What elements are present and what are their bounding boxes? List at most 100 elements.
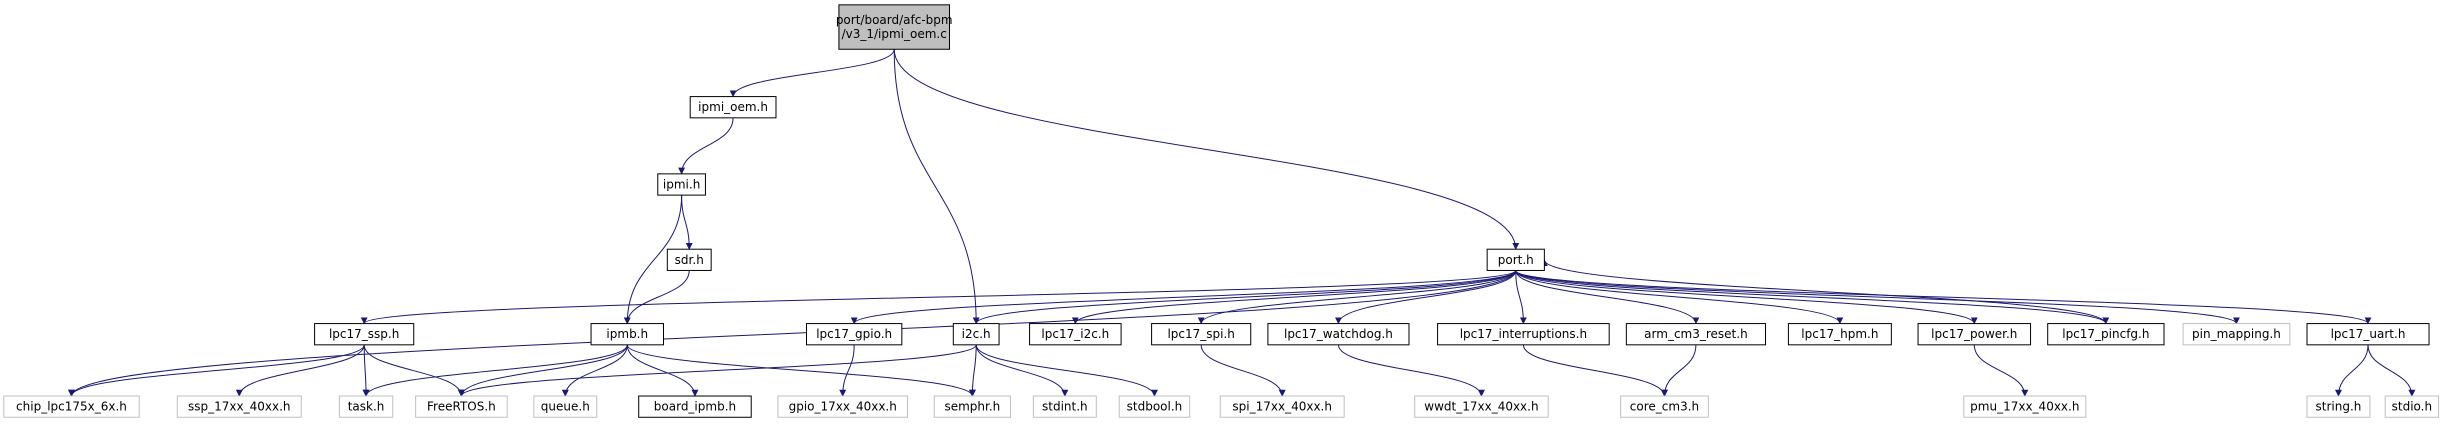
node-ipmi_oem[interactable]: ipmi_oem.h bbox=[689, 96, 777, 119]
edge-root-to-port bbox=[893, 49, 1520, 250]
node-box bbox=[1267, 323, 1410, 346]
node-box bbox=[314, 323, 415, 346]
node-string: string.h bbox=[2306, 395, 2371, 418]
node-pmu_17xx: pmu_17xx_40xx.h bbox=[1963, 395, 2087, 418]
node-stdint: stdint.h bbox=[1032, 395, 1097, 418]
edge-lpc17_pincfg-to-port bbox=[1540, 259, 2107, 324]
node-box bbox=[1625, 323, 1767, 346]
node-stdio: stdio.h bbox=[2384, 395, 2440, 418]
edge-port-to-lpc17_hpm bbox=[1515, 270, 1844, 325]
node-box bbox=[952, 323, 1000, 346]
node-box bbox=[176, 395, 302, 418]
node-label: stdint.h bbox=[1042, 400, 1088, 414]
node-box bbox=[1118, 395, 1191, 418]
node-label: lpc17_gpio.h bbox=[816, 327, 892, 341]
node-box bbox=[1029, 323, 1122, 346]
node-box bbox=[2306, 323, 2430, 346]
node-lpc17_spi[interactable]: lpc17_spi.h bbox=[1151, 323, 1252, 346]
edge-i2c-to-stdbool bbox=[975, 344, 1158, 397]
node-root[interactable]: port/board/afc-bpm/v3_1/ipmi_oem.c bbox=[836, 4, 953, 50]
node-label: lpc17_spi.h bbox=[1167, 327, 1234, 341]
node-semphr: semphr.h bbox=[933, 395, 1012, 418]
edge-ipmi-to-ipmb bbox=[623, 195, 683, 325]
node-box bbox=[689, 96, 777, 119]
node-board_ipmb[interactable]: board_ipmb.h bbox=[638, 395, 752, 418]
node-label: /v3_1/ipmi_oem.c bbox=[842, 27, 947, 41]
node-box bbox=[338, 395, 394, 418]
node-box bbox=[1219, 395, 1345, 418]
node-label: lpc17_pincfg.h bbox=[2062, 327, 2149, 341]
edge-lpc17_ssp-to-freertos bbox=[363, 344, 465, 397]
node-lpc17_gpio[interactable]: lpc17_gpio.h bbox=[805, 323, 903, 346]
node-box bbox=[933, 395, 1012, 418]
edge-lpc17_ssp-to-chip_lpc175x bbox=[68, 344, 365, 397]
edge-ipmi-to-sdr bbox=[681, 195, 693, 250]
node-label: ipmi_oem.h bbox=[698, 100, 768, 114]
node-queue: queue.h bbox=[533, 395, 598, 418]
node-box bbox=[1620, 395, 1709, 418]
edge-i2c-to-stdint bbox=[975, 344, 1069, 397]
node-box bbox=[1414, 395, 1549, 418]
edge-port-to-lpc17_pincfg bbox=[1515, 270, 2110, 325]
node-stdbool: stdbool.h bbox=[1118, 395, 1191, 418]
edge-lpc17_ssp-to-ssp_17xx bbox=[235, 344, 365, 397]
node-core_cm3: core_cm3.h bbox=[1620, 395, 1709, 418]
edge-ipmb-to-task bbox=[362, 344, 628, 397]
node-box bbox=[1787, 323, 1892, 346]
node-sdr[interactable]: sdr.h bbox=[666, 248, 712, 271]
node-chip_lpc175x: chip_lpc175x_6x.h bbox=[3, 395, 140, 418]
node-gpio_17xx: gpio_17xx_40xx.h bbox=[777, 395, 909, 418]
edge-i2c-to-semphr bbox=[968, 344, 977, 397]
node-port[interactable]: port.h bbox=[1486, 248, 1545, 271]
node-ipmb[interactable]: ipmb.h bbox=[590, 323, 665, 346]
edge-lpc17_ssp-to-task bbox=[362, 344, 370, 397]
node-label: ipmi.h bbox=[663, 177, 700, 191]
node-box bbox=[3, 395, 140, 418]
node-label: i2c.h bbox=[962, 327, 991, 341]
edge-lpc17_interruptions-to-core_cm3 bbox=[1522, 344, 1668, 397]
node-lpc17_i2c[interactable]: lpc17_i2c.h bbox=[1029, 323, 1122, 346]
edge-lpc17_watchdog-to-wwdt_17xx bbox=[1337, 344, 1485, 397]
node-label: gpio_17xx_40xx.h bbox=[789, 400, 897, 414]
edge-port-to-lpc17_i2c bbox=[1071, 270, 1517, 325]
edge-port-to-lpc17_watchdog bbox=[1334, 270, 1517, 325]
node-label: pmu_17xx_40xx.h bbox=[1970, 400, 2079, 414]
node-label: queue.h bbox=[541, 400, 590, 414]
node-lpc17_ssp[interactable]: lpc17_ssp.h bbox=[314, 323, 415, 346]
node-box bbox=[1963, 395, 2087, 418]
node-box bbox=[666, 248, 712, 271]
node-ipmi[interactable]: ipmi.h bbox=[657, 173, 706, 196]
node-lpc17_watchdog[interactable]: lpc17_watchdog.h bbox=[1267, 323, 1410, 346]
node-box bbox=[2182, 323, 2291, 346]
edge-ipmi_oem-to-ipmi bbox=[678, 117, 734, 175]
node-lpc17_power[interactable]: lpc17_power.h bbox=[1917, 323, 2032, 346]
node-label: stdio.h bbox=[2392, 400, 2432, 414]
node-lpc17_hpm[interactable]: lpc17_hpm.h bbox=[1787, 323, 1892, 346]
node-lpc17_uart[interactable]: lpc17_uart.h bbox=[2306, 323, 2430, 346]
node-lpc17_interruptions[interactable]: lpc17_interruptions.h bbox=[1437, 323, 1610, 346]
node-freertos: FreeRTOS.h bbox=[415, 395, 508, 418]
edge-port-to-lpc17_interruptions bbox=[1515, 270, 1527, 325]
node-box bbox=[2384, 395, 2440, 418]
node-spi_17xx: spi_17xx_40xx.h bbox=[1219, 395, 1345, 418]
node-lpc17_pincfg[interactable]: lpc17_pincfg.h bbox=[2047, 323, 2165, 346]
edge-lpc17_uart-to-string bbox=[2334, 344, 2369, 397]
node-label: task.h bbox=[348, 400, 385, 414]
node-pin_mapping: pin_mapping.h bbox=[2182, 323, 2291, 346]
node-i2c[interactable]: i2c.h bbox=[952, 323, 1000, 346]
node-box bbox=[533, 395, 598, 418]
node-label: lpc17_hpm.h bbox=[1801, 327, 1878, 341]
node-label: ssp_17xx_40xx.h bbox=[188, 400, 291, 414]
edge-port-to-lpc17_ssp bbox=[360, 270, 1517, 325]
edge-port-to-arm_cm3_reset bbox=[1515, 270, 1700, 325]
node-arm_cm3_reset[interactable]: arm_cm3_reset.h bbox=[1625, 323, 1767, 346]
node-label: string.h bbox=[2316, 400, 2362, 414]
edge-port-to-lpc17_uart bbox=[1515, 270, 2372, 325]
node-label: sdr.h bbox=[675, 253, 704, 267]
node-label: wwdt_17xx_40xx.h bbox=[1424, 400, 1538, 414]
edge-lpc17_gpio-to-gpio_17xx bbox=[839, 344, 855, 397]
node-box bbox=[2047, 323, 2165, 346]
node-label: core_cm3.h bbox=[1630, 400, 1699, 414]
edge-port-to-chip_lpc175x bbox=[68, 270, 1517, 397]
